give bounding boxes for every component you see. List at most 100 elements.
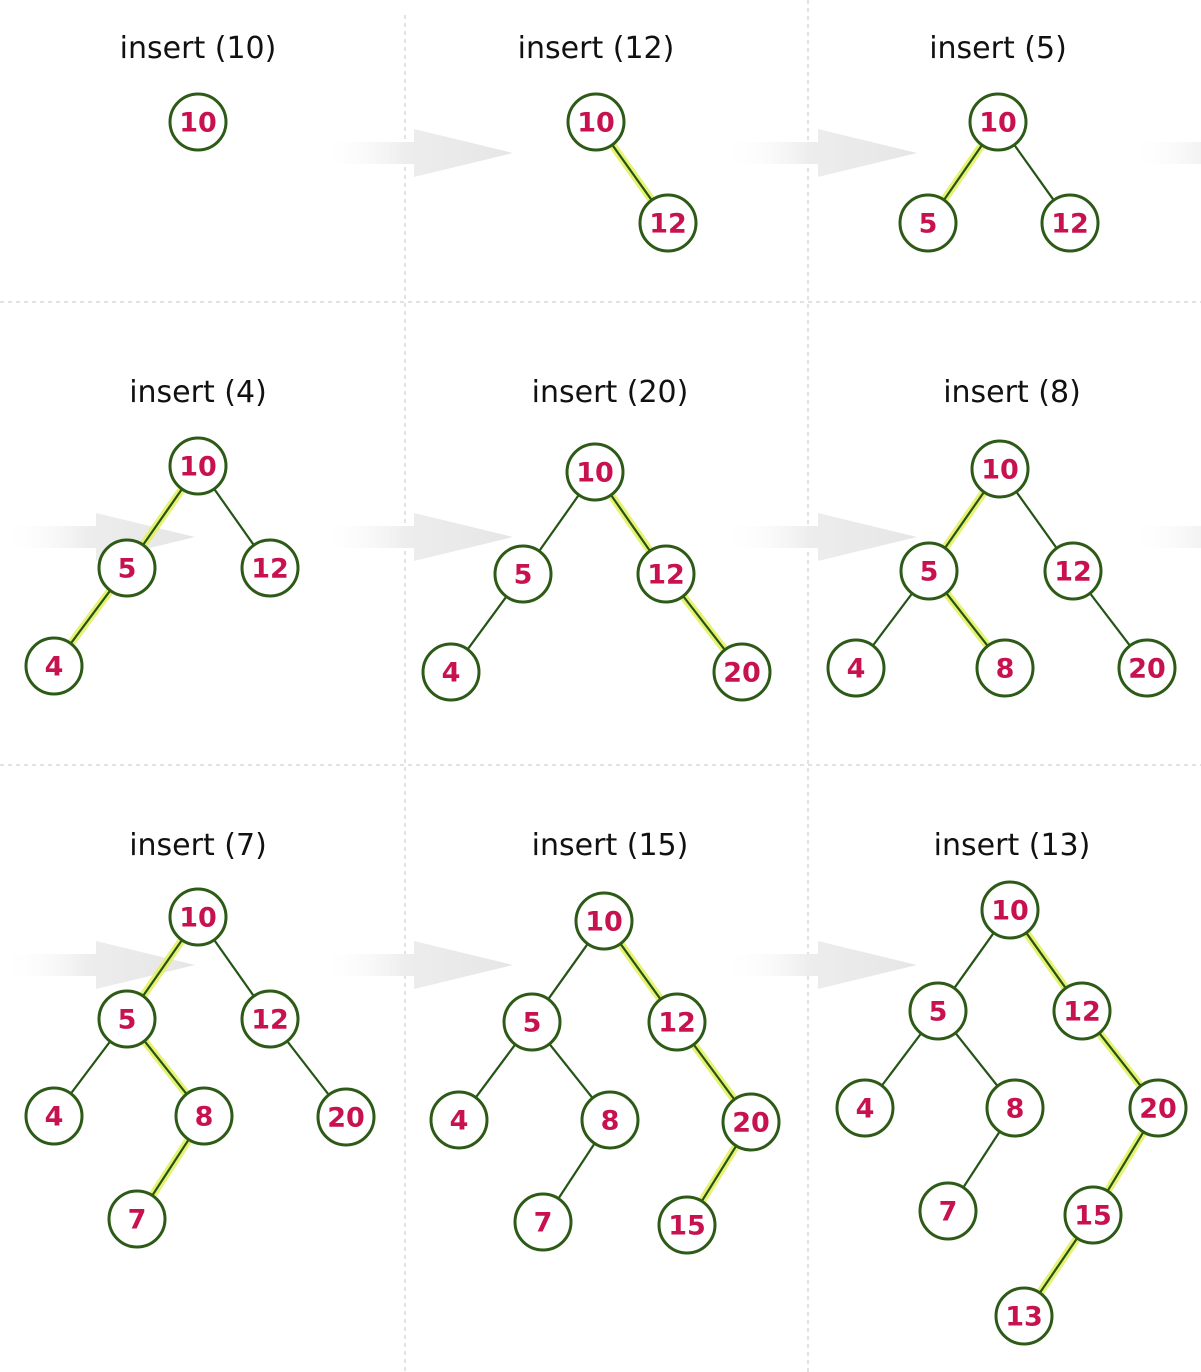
tree-node: 12: [1052, 981, 1112, 1041]
step-arrow-icon: [722, 513, 917, 561]
node-circle: [24, 636, 84, 696]
tree-node: 5: [97, 538, 157, 598]
tree-node: 5: [493, 544, 553, 604]
tree-edge: [962, 1130, 1001, 1189]
node-value: 5: [920, 557, 939, 588]
tree-edge: [1038, 1237, 1079, 1294]
tree-edge: [213, 938, 255, 998]
node-circle: [1052, 981, 1112, 1041]
tree-node: 10: [566, 92, 626, 152]
node-circle: [316, 1087, 376, 1147]
panel-title: insert (13): [934, 828, 1091, 863]
node-circle: [1128, 1078, 1188, 1138]
tree-edge: [286, 1040, 330, 1096]
node-value: 4: [450, 1106, 469, 1137]
tree-edge: [557, 1142, 596, 1200]
node-circle: [174, 1086, 234, 1146]
node-value: 20: [723, 658, 761, 689]
tree-node: 8: [985, 1078, 1045, 1138]
panel-title: insert (7): [129, 828, 267, 863]
tree-edge: [141, 487, 184, 547]
tree-node: 20: [1117, 638, 1177, 698]
node-circle: [899, 541, 959, 601]
tree-edges: [474, 939, 741, 1206]
tree-node: 4: [826, 638, 886, 698]
node-value: 12: [251, 554, 289, 585]
transition-arrows: [0, 129, 1201, 989]
node-value: 5: [919, 209, 938, 240]
tree-edges: [608, 140, 656, 205]
panel-title: insert (12): [518, 31, 675, 66]
tree-edge: [538, 493, 580, 553]
tree-node: 12: [647, 992, 707, 1052]
node-circle: [1063, 1185, 1123, 1245]
node-circle: [502, 992, 562, 1052]
tree-edge: [1015, 490, 1058, 550]
tree-node: 10: [574, 891, 634, 951]
tree-edge: [151, 1138, 190, 1197]
node-value: 4: [442, 658, 461, 689]
tree-node: 13: [994, 1286, 1054, 1346]
tree-edges: [880, 928, 1148, 1297]
node-value: 5: [514, 560, 533, 591]
node-circle: [1117, 638, 1177, 698]
node-value: 10: [585, 907, 623, 938]
node-circle: [24, 1086, 84, 1146]
node-value: 13: [1005, 1302, 1043, 1333]
tree-node: 4: [24, 1086, 84, 1146]
tree-node: 4: [835, 1078, 895, 1138]
tree-edge: [213, 487, 255, 547]
tree-node: 10: [168, 887, 228, 947]
tree-node: 5: [502, 992, 562, 1052]
node-circle: [513, 1192, 573, 1252]
node-value: 8: [1006, 1094, 1025, 1125]
tree-node: 10: [168, 92, 228, 152]
panel-title: insert (5): [929, 31, 1067, 66]
tree-edge: [141, 938, 184, 998]
node-value: 20: [1139, 1094, 1177, 1125]
node-value: 5: [523, 1008, 542, 1039]
tree-node: 5: [898, 193, 958, 253]
tree-edge: [1106, 1130, 1145, 1193]
step-arrow-icon: [1128, 526, 1201, 548]
node-value: 10: [179, 108, 217, 139]
node-circle: [918, 1181, 978, 1241]
tree-edge: [1088, 592, 1132, 647]
node-circle: [574, 891, 634, 951]
step-arrow-icon: [722, 129, 917, 177]
step-arrow-icon: [0, 513, 195, 561]
node-value: 7: [128, 1205, 147, 1236]
step-arrow-icon: [722, 941, 917, 989]
tree-edge: [466, 595, 508, 651]
tree-node: 10: [968, 92, 1028, 152]
step-arrow-icon: [318, 513, 513, 561]
node-value: 10: [577, 108, 615, 139]
node-value: 12: [649, 209, 687, 240]
tree-node: 5: [899, 541, 959, 601]
tree-node: 8: [174, 1086, 234, 1146]
node-circle: [421, 642, 481, 702]
node-circle: [107, 1189, 167, 1249]
node-value: 8: [195, 1102, 214, 1133]
panel-title: insert (15): [532, 828, 689, 863]
tree-edges: [66, 484, 255, 648]
node-circle: [975, 638, 1035, 698]
node-value: 5: [118, 554, 137, 585]
node-circle: [980, 880, 1040, 940]
node-circle: [1043, 541, 1103, 601]
node-circle: [638, 193, 698, 253]
node-value: 15: [668, 1211, 706, 1242]
node-circle: [168, 887, 228, 947]
node-circle: [168, 92, 228, 152]
node-circle: [240, 538, 300, 598]
tree-edges: [871, 487, 1132, 650]
step-arrow-icon: [318, 941, 513, 989]
node-value: 12: [251, 1005, 289, 1036]
node-value: 4: [45, 1102, 64, 1133]
step-arrow-icon: [318, 129, 513, 177]
tree-node: 4: [421, 642, 481, 702]
tree-node: 5: [97, 989, 157, 1049]
